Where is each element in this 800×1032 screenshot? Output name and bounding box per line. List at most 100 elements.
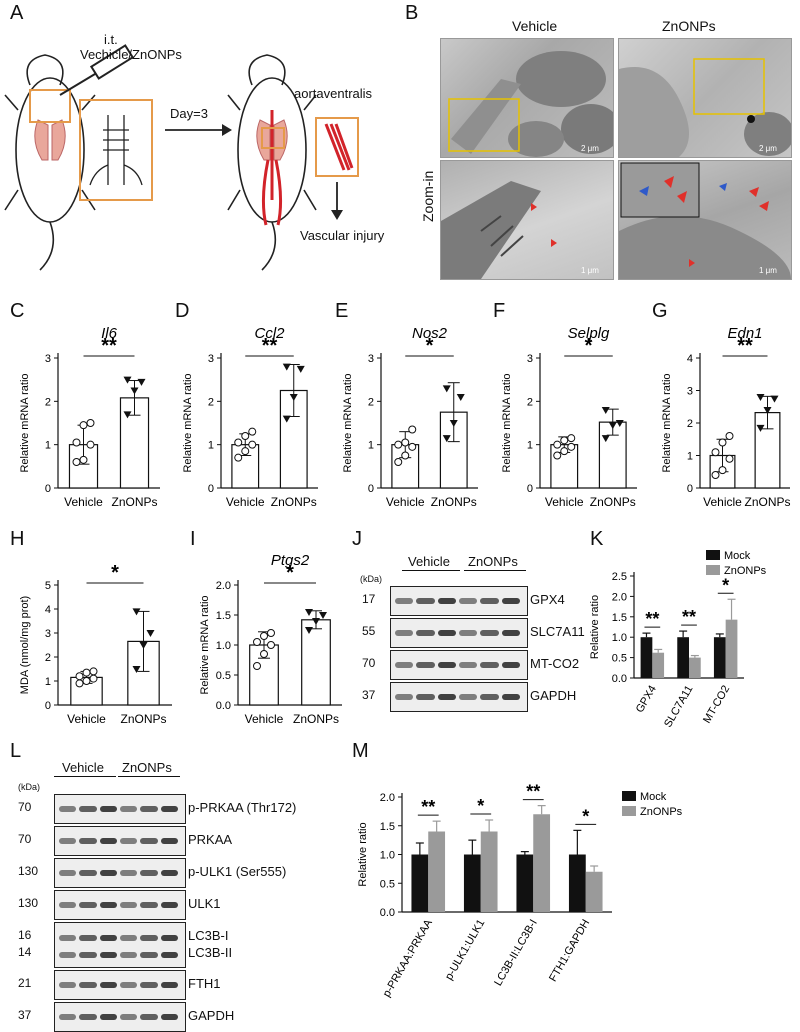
y-tick-label: 0.0: [612, 673, 627, 685]
data-point: [756, 424, 765, 432]
chart-title: Selplg: [568, 325, 610, 342]
time-label: Day=3: [170, 106, 208, 121]
blot-band: [160, 806, 178, 812]
y-tick-label: 2: [687, 418, 693, 430]
significance-label: **: [682, 607, 696, 627]
blot-band: [160, 870, 178, 876]
blot-band: [140, 1014, 158, 1020]
y-tick-label: 1.0: [380, 850, 395, 862]
blot-band: [79, 1014, 97, 1020]
significance-label: **: [737, 335, 753, 357]
significance-label: **: [262, 335, 278, 357]
blot-band: [160, 902, 178, 908]
blot-band: [480, 694, 499, 700]
x-tick-label: Vehicle: [67, 712, 106, 726]
bar-mock: [640, 637, 653, 678]
y-tick-label: 3: [208, 353, 214, 365]
data-point: [282, 415, 291, 423]
data-point: [615, 420, 624, 427]
data-point: [79, 421, 88, 430]
significance-label: *: [111, 562, 119, 584]
significance-label: **: [645, 609, 659, 629]
blot-band: [59, 1014, 77, 1020]
blot-band: [140, 951, 158, 958]
x-tick-label: ZnONPs: [744, 495, 790, 509]
blot-strip: [54, 794, 186, 824]
y-tick-label: 3: [368, 353, 374, 365]
schematic-panel: i.t. Vechicle/ZnONPs Day=3 aortaventrali…: [0, 0, 420, 300]
legend-label: ZnONPs: [640, 806, 683, 818]
blot-band: [99, 838, 117, 844]
y-tick-label: 1.5: [380, 821, 395, 833]
blot-band: [140, 902, 158, 908]
blot-protein-label: FTH1: [188, 976, 221, 991]
y-axis-label: Relative mRNA ratio: [199, 595, 211, 694]
em-vehicle-image: 2 μm: [440, 38, 614, 158]
data-point: [718, 466, 727, 475]
legend-label: Mock: [640, 791, 667, 803]
blot-band: [437, 630, 456, 636]
blot-protein-label: GAPDH: [530, 688, 577, 703]
x-tick-label: Vehicle: [545, 495, 584, 509]
bar-znonps: [533, 814, 551, 912]
data-point: [241, 447, 250, 456]
blot-strip: [54, 858, 186, 888]
y-tick-label: 1: [208, 440, 214, 452]
blot-band: [459, 598, 478, 604]
y-tick-label: 0.5: [380, 878, 395, 890]
data-point: [763, 407, 772, 414]
panel-letter-a: A: [10, 2, 24, 24]
x-tick-label: ZnONPs: [293, 712, 339, 726]
blot-band: [99, 1014, 117, 1020]
panel-letter-i: I: [190, 528, 196, 550]
x-tick-label: Vehicle: [226, 495, 265, 509]
y-tick-label: 0: [687, 483, 693, 495]
blot-j-kda: (kDa): [360, 574, 382, 584]
data-point: [89, 667, 98, 676]
blot-j-group2: ZnONPs: [468, 554, 518, 569]
y-tick-label: 2: [208, 396, 214, 408]
significance-label: *: [286, 562, 294, 584]
svg-text:1 μm: 1 μm: [759, 266, 777, 275]
blot-band: [160, 1014, 178, 1020]
blot-mw-label: 70: [18, 800, 32, 814]
x-tick-label: MT-CO2: [701, 684, 732, 726]
blot-mw-label: 130: [18, 864, 39, 878]
injection-label: i.t.: [104, 32, 118, 47]
blot-protein-label: LC3B-I: [188, 927, 229, 943]
blot-band: [120, 1014, 138, 1020]
data-point: [442, 385, 451, 393]
blot-band: [79, 806, 97, 812]
aorta-zoom-box: [315, 117, 359, 177]
blot-band: [120, 806, 138, 812]
data-point: [601, 407, 610, 414]
em-znonps-image: 2 μm: [618, 38, 792, 158]
blot-band: [79, 870, 97, 876]
y-axis-label: Relative ratio: [589, 595, 601, 659]
blot-band: [79, 838, 97, 844]
blot-strip: [390, 682, 528, 712]
x-tick-label: ZnONPs: [590, 495, 636, 509]
x-tick-label: p-PRKAA:PRKAA: [381, 917, 435, 999]
blot-strip: [54, 890, 186, 920]
y-tick-label: 1.0: [612, 632, 627, 644]
blot-band: [59, 935, 77, 941]
y-tick-label: 2: [45, 396, 51, 408]
data-point: [560, 447, 569, 456]
blot-band: [480, 662, 499, 668]
chart-title: Ptgs2: [271, 552, 310, 569]
y-tick-label: 2: [45, 652, 51, 664]
data-point: [260, 632, 268, 640]
blot-mw-label: 55: [362, 624, 376, 638]
blot-band: [120, 951, 138, 958]
y-axis-label: Relative mRNA ratio: [501, 373, 513, 472]
y-tick-label: 1.0: [216, 640, 231, 652]
blot-mw-label: 130: [18, 896, 39, 910]
data-point: [718, 438, 727, 447]
blot-band: [437, 598, 456, 604]
data-point: [756, 394, 765, 401]
